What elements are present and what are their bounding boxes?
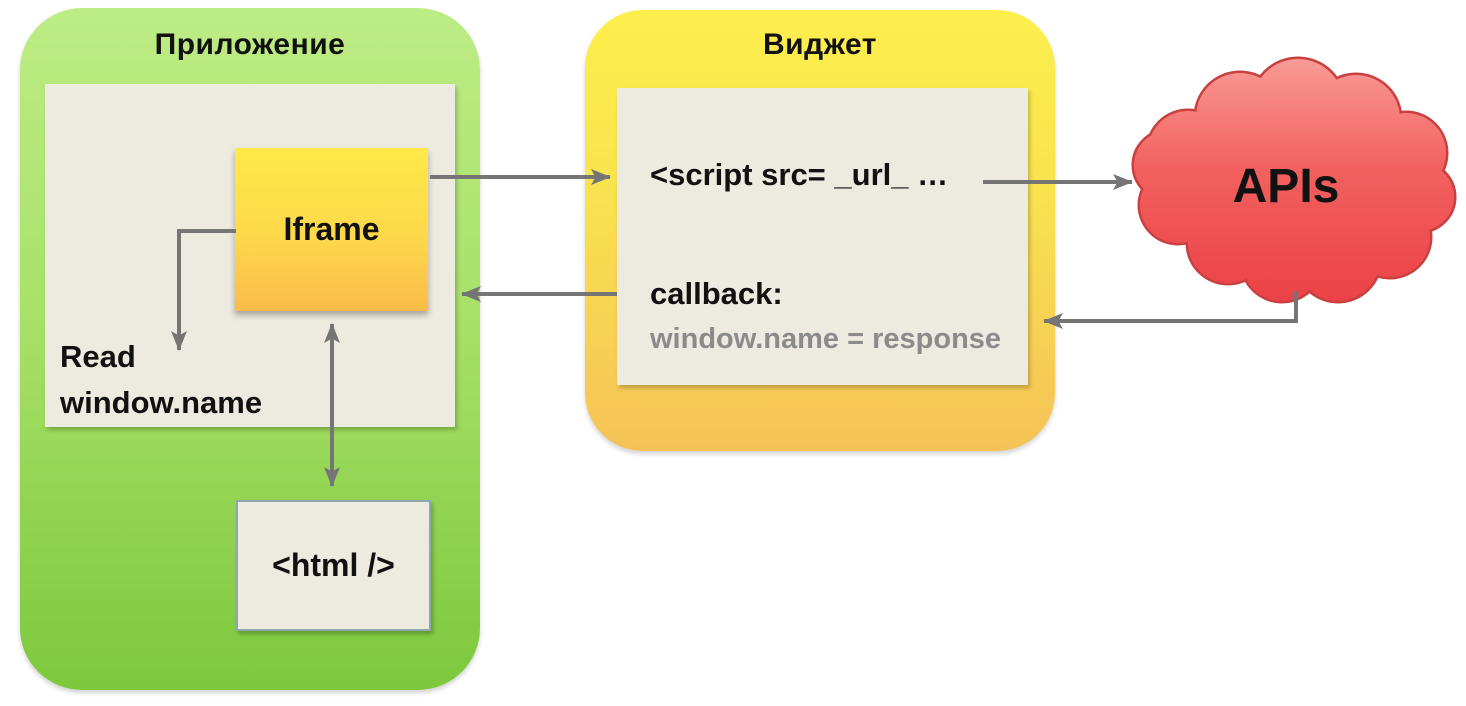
callback-label: callback: [650, 276, 783, 311]
window-name-response-label: window.name = response [650, 323, 1002, 355]
cloud-body [1134, 59, 1454, 301]
read-window-name-label: Read window.name [60, 334, 263, 426]
read-label-line2: window.name [60, 385, 263, 420]
application-title: Приложение [154, 28, 346, 61]
iframe-label: Iframe [283, 211, 380, 247]
widget-title: Виджет [762, 28, 877, 61]
html-node: <html /> [236, 500, 431, 631]
apis-cloud: APIs [1131, 56, 1457, 304]
html-label: <html /> [272, 547, 395, 583]
script-src-label: <script src= _url_ … [650, 157, 949, 192]
iframe-node: Iframe [235, 148, 428, 311]
widget-inner-panel [617, 88, 1028, 385]
apis-label: APIs [1233, 160, 1340, 213]
read-label-line1: Read [60, 339, 136, 374]
